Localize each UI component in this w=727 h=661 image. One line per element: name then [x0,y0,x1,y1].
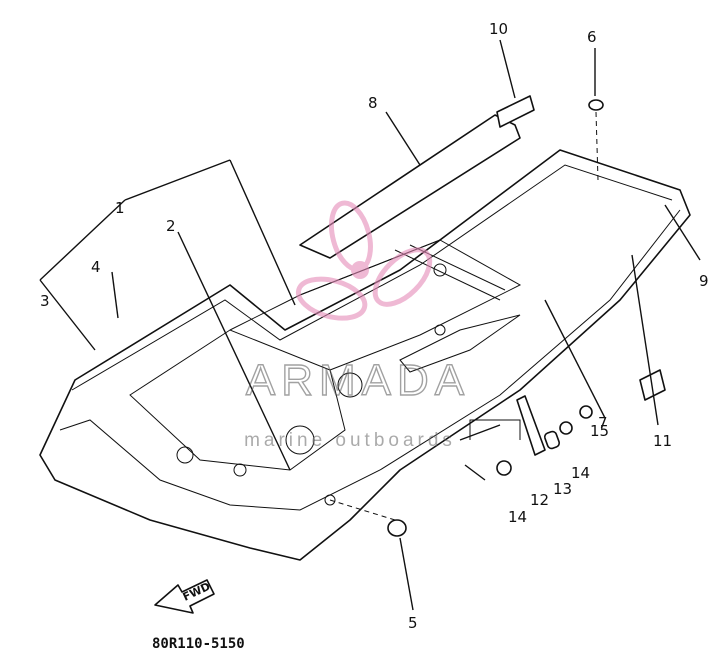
part-5-grommet [387,519,407,537]
part-15-bolt [579,405,593,419]
callout-3: 3 [40,292,50,310]
part-14-washer-right [559,421,573,435]
callout-12: 12 [530,491,549,509]
callout-10: 10 [489,20,508,38]
part-14-washer-left [496,460,512,476]
callout-6: 6 [587,28,597,46]
part-13-collar [543,430,561,450]
callout-11: 11 [653,432,672,450]
callout-13: 13 [553,480,572,498]
callout-9: 9 [699,272,709,290]
bottom-cowling-assembly [39,149,691,561]
callout-14-left: 14 [508,508,527,526]
forward-direction-arrow: FWD [154,579,215,614]
callout-14-right: 14 [571,464,590,482]
propeller-logo [295,200,433,321]
leader-lines [39,39,701,611]
part-12-lever [516,395,546,456]
callout-7: 7 [598,414,608,432]
callout-4: 4 [91,258,101,276]
callout-1: 1 [115,199,125,217]
watermark: ARMADA marine outboards [244,200,470,451]
part-8-plate [299,114,521,259]
callout-8: 8 [368,94,378,112]
callout-15: 15 [590,422,609,440]
watermark-tagline: marine outboards [244,430,456,451]
callout-labels: 1 2 3 4 5 6 7 8 9 10 11 12 13 14 14 15 [40,20,709,632]
callout-2: 2 [166,217,176,235]
part-10-seal-strip [496,95,535,128]
diagram-part-code: 80R110-5150 [152,636,245,652]
callout-5: 5 [408,614,418,632]
part-6-grommet [588,99,604,111]
watermark-brand: ARMADA [246,356,470,405]
